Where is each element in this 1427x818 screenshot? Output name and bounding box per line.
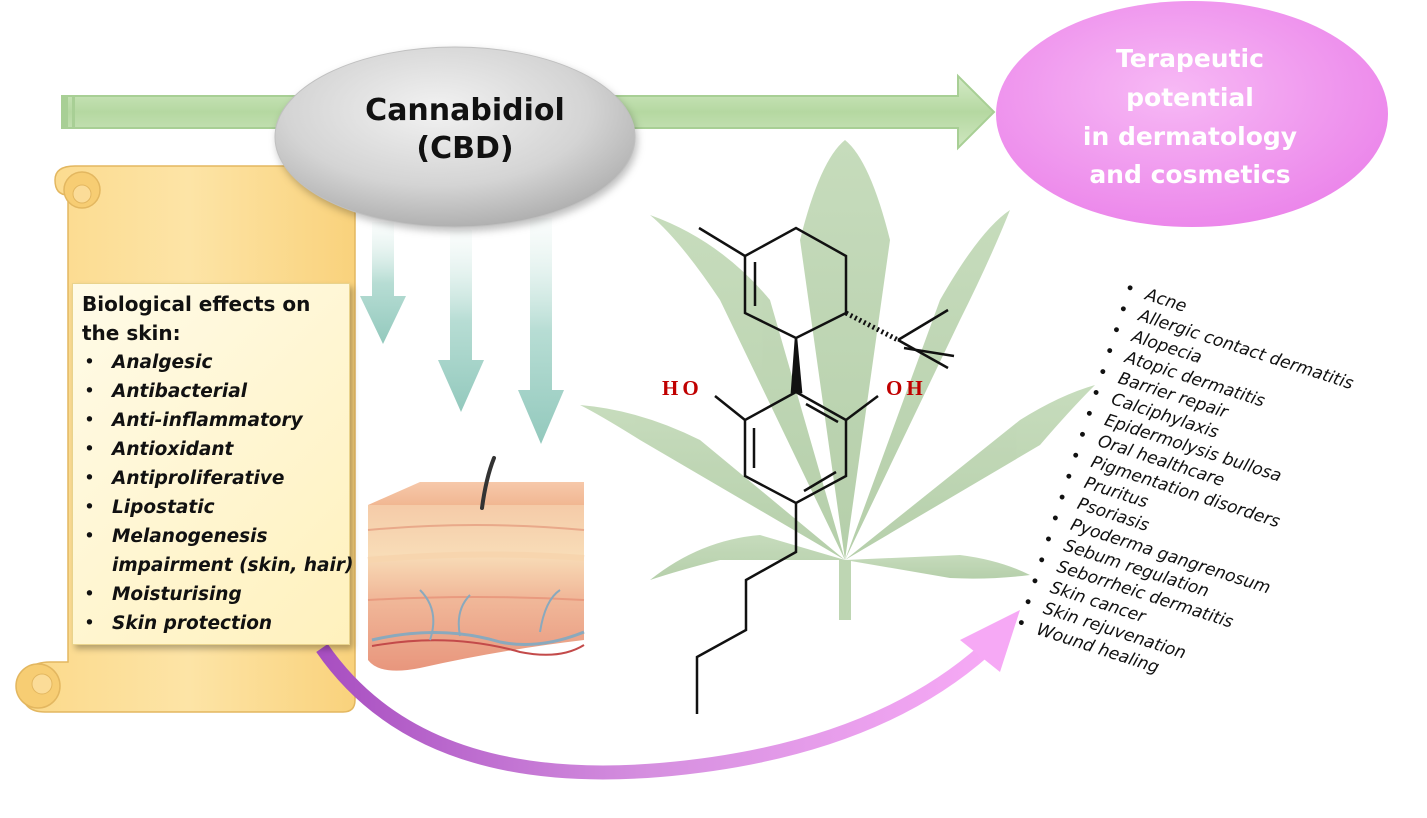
target-title-line1: Terapeutic xyxy=(1116,44,1264,73)
curved-arrow xyxy=(316,610,1020,780)
cbd-title-line1: Cannabidiol xyxy=(365,93,565,128)
biological-effects-box: Biological effects on the skin: •Analges… xyxy=(72,283,354,645)
right-hydroxyl-label: OH xyxy=(886,376,927,400)
effect-item: •Antiproliferative xyxy=(84,468,285,489)
effects-list: •Analgesic •Antibacterial •Anti-inflamma… xyxy=(82,348,354,638)
effects-heading-line2: the skin: xyxy=(82,321,181,345)
target-title-line3: in dermatology xyxy=(1082,121,1298,151)
cbd-title-line2: (CBD) xyxy=(416,130,514,166)
target-title: Terapeutic potential in dermatology and … xyxy=(1020,40,1360,195)
effect-item: •Analgesic xyxy=(84,352,213,373)
cbd-ellipse xyxy=(274,46,636,228)
target-title-line2: potential xyxy=(1126,82,1254,112)
effect-item-continuation: impairment (skin, hair) xyxy=(112,555,354,576)
left-hydroxyl-label: HO xyxy=(662,376,703,400)
cannabis-leaf-icon xyxy=(580,140,1095,620)
target-title-line4: and cosmetics xyxy=(1089,160,1291,190)
effect-item: •Moisturising xyxy=(84,584,242,605)
effect-item: •Antioxidant xyxy=(84,439,234,460)
down-arrows xyxy=(360,218,564,444)
effect-item: •Anti-inflammatory xyxy=(84,410,303,431)
cbd-title: Cannabidiol (CBD) xyxy=(300,92,630,167)
effect-item: •Lipostatic xyxy=(84,497,215,518)
effect-item: •Antibacterial xyxy=(84,381,248,402)
effect-item: •Melanogenesis xyxy=(84,526,268,547)
cbd-dermatology-diagram: HO OH Cannabidiol (CBD) Terapeutic poten… xyxy=(15,1,1388,780)
skin-layers-icon xyxy=(367,456,585,671)
effect-item: •Skin protection xyxy=(84,613,273,634)
target-ellipse xyxy=(996,1,1388,227)
effects-heading-line1: Biological effects on xyxy=(82,292,311,316)
cbd-molecule-icon xyxy=(695,226,955,714)
